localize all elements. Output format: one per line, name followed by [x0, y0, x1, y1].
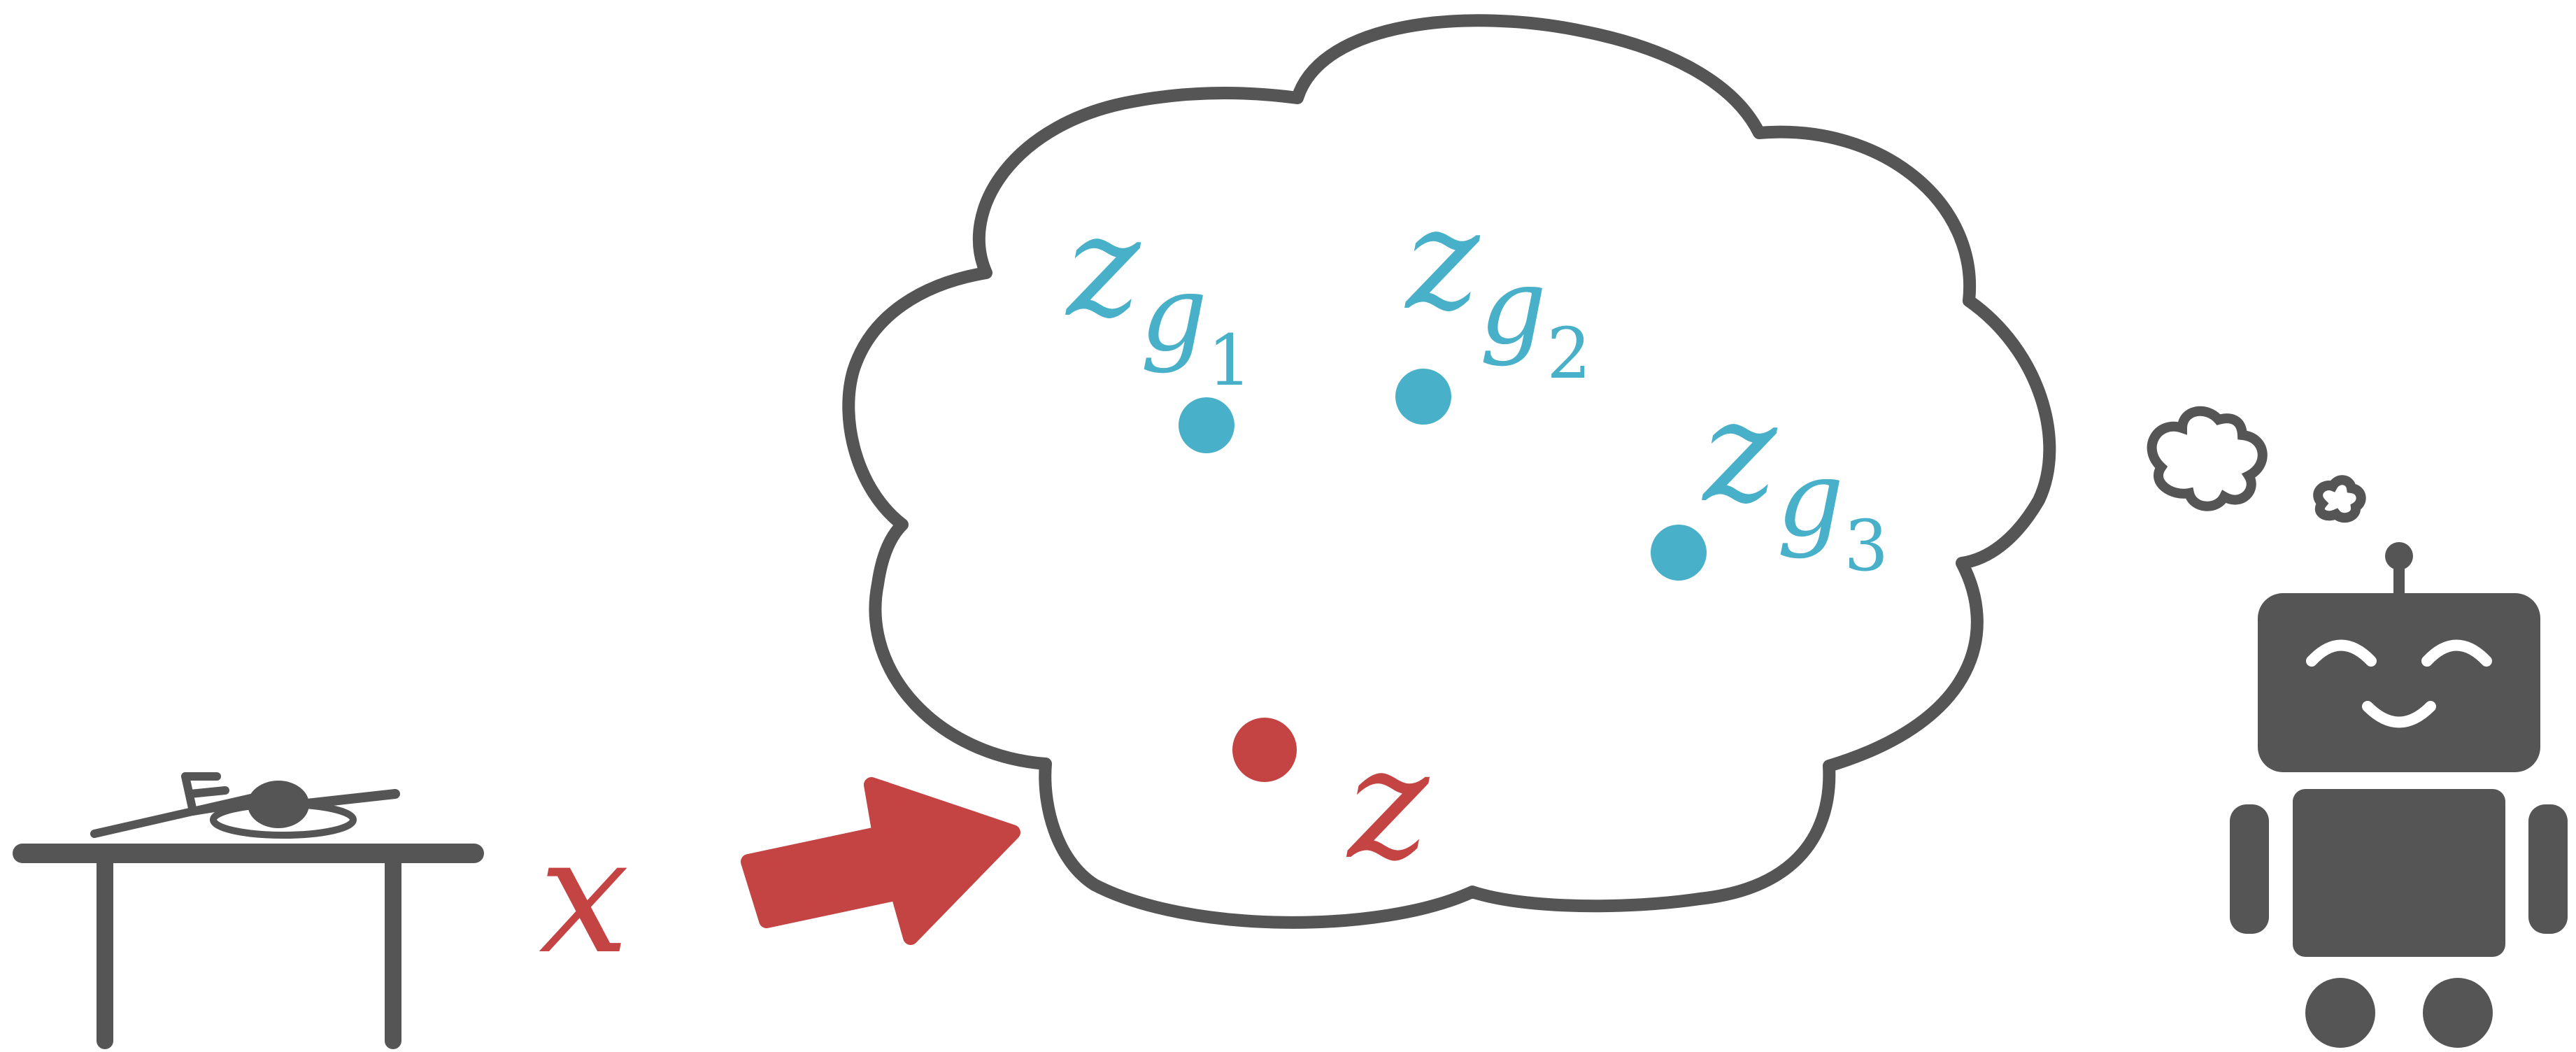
right-arrow-icon: [741, 777, 1020, 945]
goal-label-2: zg2: [1404, 178, 1591, 395]
thought-cloud-icon: [842, 14, 2056, 929]
goal-point-3: [1651, 525, 1707, 581]
goal-point-1: [1179, 397, 1234, 453]
goal-point-2: [1395, 369, 1451, 425]
goal-label-3: zg3: [1702, 371, 1888, 587]
table-icon: [13, 844, 484, 1049]
robot-icon: [2230, 542, 2568, 1048]
bowl-icon: [210, 781, 357, 839]
input-label-x: x: [539, 803, 629, 990]
current-latent-label: z: [1346, 714, 1430, 893]
fork-icon: [90, 772, 273, 838]
goal-label-1: zg1: [1065, 185, 1252, 401]
small-thought-bubble-icon: [2147, 406, 2366, 523]
spoon-icon: [296, 789, 400, 809]
current-latent-point: [1232, 718, 1297, 782]
